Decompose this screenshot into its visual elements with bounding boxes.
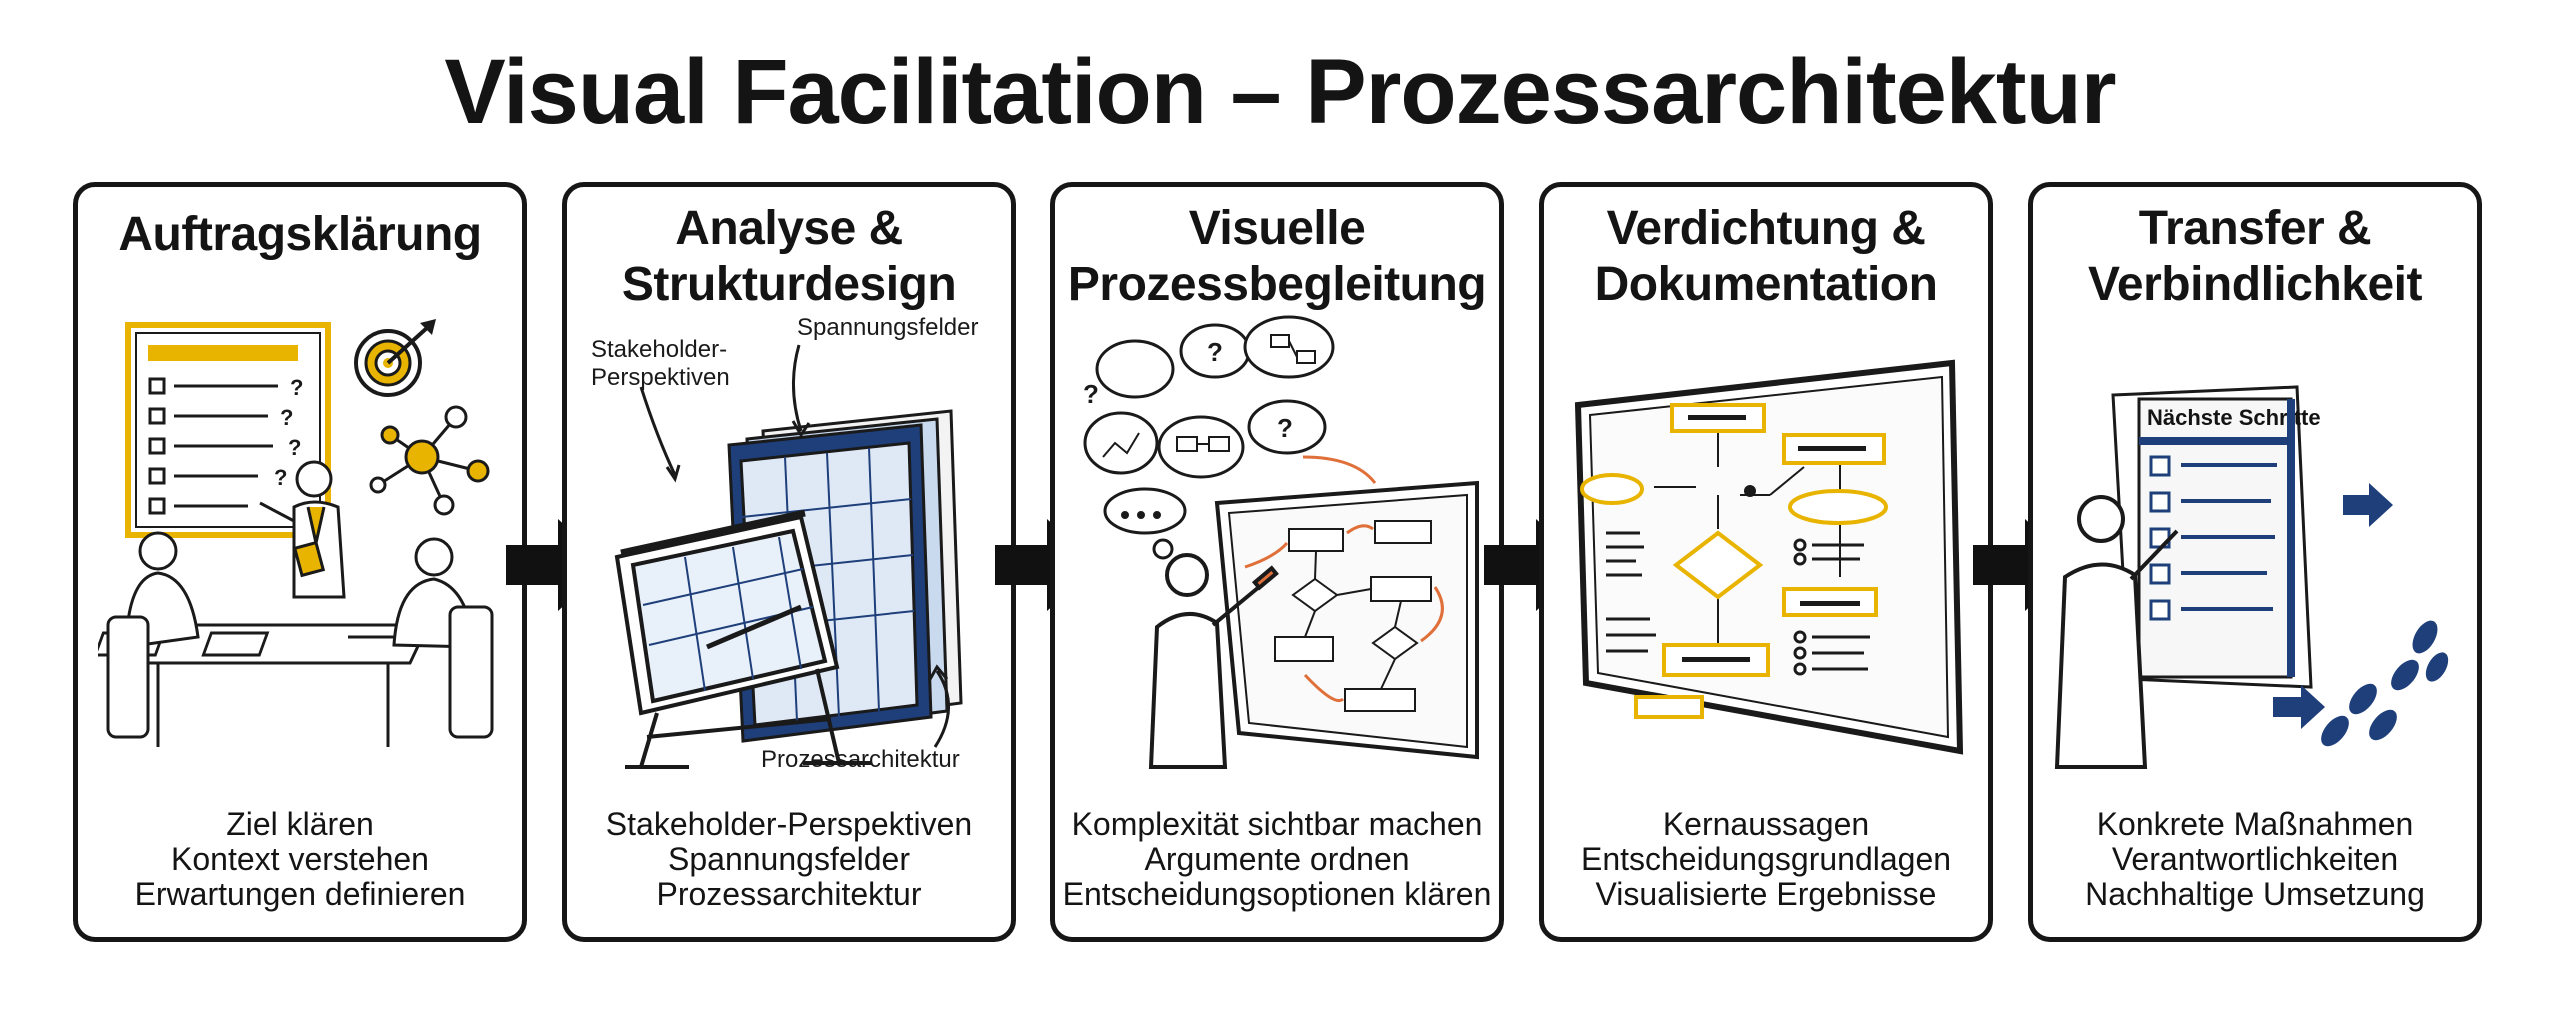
- step-description: Konkrete Maßnahmen Verantwortlichkeiten …: [2033, 807, 2477, 912]
- next-steps-board-icon: Nächste Schritte: [2111, 385, 2321, 689]
- description-line: Visualisierte Ergebnisse: [1595, 876, 1937, 912]
- description-line: Stakeholder-Perspektiven: [605, 806, 973, 842]
- svg-text:?: ?: [1207, 337, 1223, 367]
- description-line: Entscheidungsgrundlagen: [1580, 841, 1952, 877]
- label-process-architecture: Prozessarchitektur: [761, 746, 960, 773]
- step-illustration: ????: [98, 319, 494, 747]
- svg-text:?: ?: [274, 465, 287, 490]
- description-line: Nachhaltige Umsetzung: [2085, 876, 2425, 912]
- step-title-line: Verbindlichkeit: [2088, 258, 2422, 311]
- step-illustration: ???: [1083, 315, 1479, 769]
- step-title-line: Analyse &: [675, 202, 903, 255]
- step-title-line: Dokumentation: [1594, 258, 1938, 311]
- description-line: Ziel klären: [226, 806, 374, 842]
- target-icon: [354, 319, 436, 397]
- label-stakeholder-perspectives: Stakeholder- Perspektiven: [591, 336, 734, 391]
- step-title-line: Auftragsklärung: [118, 208, 482, 261]
- step-illustration: Stakeholder- Perspektiven Spannungsfelde…: [591, 314, 978, 773]
- svg-text:?: ?: [1083, 379, 1099, 409]
- svg-text:?: ?: [1277, 413, 1293, 443]
- step-title: Visuelle Prozessbegleitung: [1055, 201, 1499, 313]
- step-description: Ziel klären Kontext verstehen Erwartunge…: [78, 807, 522, 912]
- meeting-table-icon: [98, 460, 494, 747]
- presenter-icon: [1148, 553, 1279, 769]
- svg-text:?: ?: [288, 435, 301, 460]
- page-title: Visual Facilitation – Prozessarchitektur: [444, 41, 2116, 143]
- step-card-analyse: Analyse & Strukturdesign: [562, 182, 1016, 942]
- step-card-auftragsklaerung: Auftragsklärung ????: [73, 182, 527, 942]
- board-flowchart-icon: [1574, 359, 1964, 755]
- step-title: Verdichtung & Dokumentation: [1544, 201, 1988, 313]
- person-icon: [2054, 495, 2179, 769]
- label-tension-fields: Spannungsfelder: [797, 314, 978, 341]
- svg-text:?: ?: [280, 405, 293, 430]
- arrow-right-icon: [2273, 483, 2393, 729]
- step-title: Analyse & Strukturdesign: [567, 201, 1011, 313]
- description-line: Komplexität sichtbar machen: [1071, 806, 1483, 842]
- description-line: Spannungsfelder: [668, 841, 910, 877]
- step-card-prozessbegleitung: Visuelle Prozessbegleitung ???: [1050, 182, 1504, 942]
- description-line: Prozessarchitektur: [656, 876, 922, 912]
- description-line: Kontext verstehen: [171, 841, 429, 877]
- step-description: Komplexität sichtbar machen Argumente or…: [1055, 807, 1499, 912]
- step-card-dokumentation: Verdichtung & Dokumentation: [1539, 182, 1993, 942]
- step-illustration: Nächste Schritte: [2054, 385, 2449, 769]
- step-description: Kernaussagen Entscheidungsgrundlagen Vis…: [1544, 807, 1988, 912]
- step-title-line: Transfer &: [2138, 202, 2372, 255]
- step-card-transfer: Transfer & Verbindlichkeit Nächste Schri…: [2028, 182, 2482, 942]
- step-title-line: Verdichtung &: [1606, 202, 1926, 255]
- description-line: Entscheidungsoptionen klären: [1062, 876, 1492, 912]
- description-line: Konkrete Maßnahmen: [2096, 806, 2414, 842]
- flipchart-checklist-icon: ????: [125, 322, 331, 538]
- description-line: Argumente ordnen: [1144, 841, 1410, 877]
- step-title-line: Visuelle: [1188, 202, 1366, 255]
- description-line: Verantwortlichkeiten: [2111, 841, 2399, 877]
- svg-text:?: ?: [290, 375, 303, 400]
- step-illustration: [1574, 359, 1964, 755]
- whiteboard-flowchart-icon: [1214, 455, 1479, 760]
- step-title-line: Prozessbegleitung: [1067, 258, 1487, 311]
- drafting-table-icon: [614, 509, 871, 769]
- step-title-line: Strukturdesign: [621, 258, 957, 311]
- step-description: Stakeholder-Perspektiven Spannungsfelder…: [567, 807, 1011, 912]
- network-icon: [369, 405, 490, 516]
- description-line: Kernaussagen: [1662, 806, 1870, 842]
- step-title: Auftragsklärung: [78, 207, 522, 263]
- step-title: Transfer & Verbindlichkeit: [2033, 201, 2477, 313]
- description-line: Erwartungen definieren: [134, 876, 466, 912]
- footsteps-icon: [2321, 620, 2449, 747]
